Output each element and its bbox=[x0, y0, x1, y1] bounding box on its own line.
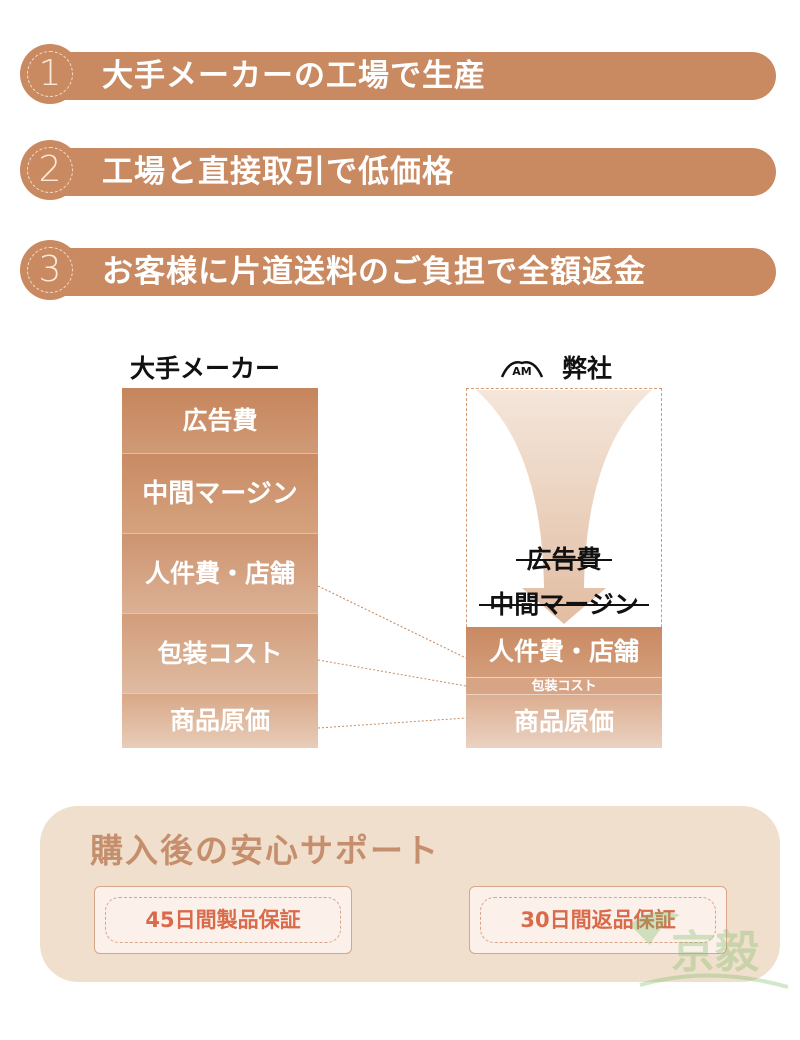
feature-1: 1 大手メーカーの工場で生産 bbox=[22, 46, 776, 104]
feature-text: 工場と直接取引で低価格 bbox=[102, 154, 454, 190]
watermark-text: 京毅 bbox=[671, 927, 760, 978]
support-title: 購入後の安心サポート bbox=[90, 831, 440, 870]
feature-3: 3 お客様に片道送料のご負担で全額返金 bbox=[22, 242, 776, 300]
cost-item-ad: 広告費 bbox=[122, 388, 318, 454]
number-badge bbox=[22, 142, 78, 198]
feature-2: 2 工場と直接取引で低価格 bbox=[22, 142, 776, 200]
feature-bar bbox=[50, 248, 776, 296]
feature-number: 2 bbox=[38, 149, 62, 190]
struck-margin-cost: 中間マージン bbox=[466, 585, 662, 621]
struck-label: 広告費 bbox=[516, 540, 612, 576]
feature-text: 大手メーカーの工場で生産 bbox=[102, 58, 486, 94]
maker-column-title: 大手メーカー bbox=[130, 354, 281, 383]
return-badge: 30日間返品保証 bbox=[469, 886, 727, 954]
logo-text: AM bbox=[512, 365, 531, 378]
company-logo: AM bbox=[500, 357, 544, 381]
company-item-product: 商品原価 bbox=[466, 695, 662, 748]
cost-item-labor: 人件費・店舗 bbox=[122, 534, 318, 614]
maker-cost-stack: 広告費 中間マージン 人件費・店舗 包装コスト 商品原価 bbox=[122, 388, 318, 748]
number-badge bbox=[22, 46, 78, 102]
feature-number: 1 bbox=[38, 53, 62, 94]
company-item-packaging: 包装コスト bbox=[466, 677, 662, 695]
cost-item-margin: 中間マージン bbox=[122, 454, 318, 534]
cost-item-packaging: 包装コスト bbox=[122, 614, 318, 694]
company-column-title: 弊社 bbox=[562, 354, 613, 383]
feature-bar bbox=[50, 52, 776, 100]
cost-item-product: 商品原価 bbox=[122, 694, 318, 748]
feature-text: お客様に片道送料のご負担で全額返金 bbox=[102, 254, 646, 290]
struck-label: 中間マージン bbox=[479, 585, 649, 621]
struck-ad-cost: 広告費 bbox=[466, 540, 662, 576]
reduction-arrow bbox=[476, 390, 652, 624]
company-item-labor: 人件費・店舗 bbox=[466, 627, 662, 677]
number-badge bbox=[22, 242, 78, 298]
feature-number: 3 bbox=[38, 249, 62, 290]
warranty-label: 45日間製品保証 bbox=[105, 897, 341, 943]
return-label: 30日間返品保証 bbox=[480, 897, 716, 943]
warranty-badge: 45日間製品保証 bbox=[94, 886, 352, 954]
watermark-logo: 京毅 bbox=[630, 911, 789, 989]
feature-bar bbox=[50, 148, 776, 196]
